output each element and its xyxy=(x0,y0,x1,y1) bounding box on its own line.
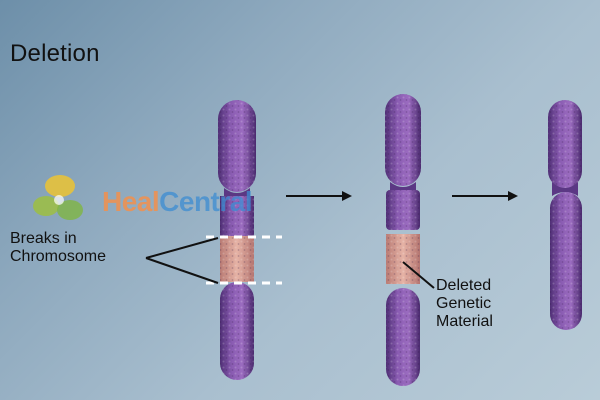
breaks-label-line2: Chromosome xyxy=(10,248,150,266)
chromosome-result xyxy=(548,100,582,330)
healcentral-watermark: HealCentral xyxy=(32,172,282,232)
breaks-pointer-lines xyxy=(146,238,218,283)
watermark-text-central: Central xyxy=(159,186,252,217)
chromosome-original xyxy=(206,100,282,380)
deleted-label-line1: Deleted xyxy=(436,277,546,295)
right-arrow-icon xyxy=(452,191,518,201)
breaks-in-chromosome-label: Breaks in Chromosome xyxy=(10,230,150,266)
logo-leaf-icon xyxy=(32,172,102,232)
deleted-label-line2: Genetic xyxy=(436,295,546,313)
breaks-label-line1: Breaks in xyxy=(10,230,150,248)
watermark-text-heal: Heal xyxy=(102,186,159,217)
watermark-text: HealCentral xyxy=(102,186,252,218)
right-arrow-icon xyxy=(286,191,352,201)
chromosome-deleting xyxy=(385,94,421,386)
deleted-genetic-material-label: Deleted Genetic Material xyxy=(436,277,546,331)
deleted-label-line3: Material xyxy=(436,313,546,331)
